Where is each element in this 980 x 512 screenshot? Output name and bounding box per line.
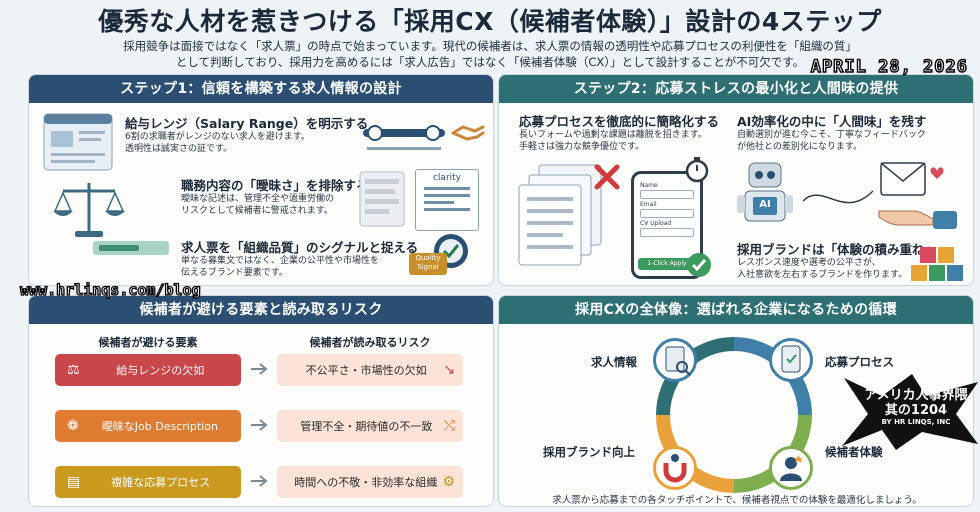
avoid-item-label: 複雑な応募プロセス [111,476,211,489]
blurred-document-icon [359,171,405,227]
step1-item2-desc-line1: 曖昧な記述は、管理不全や過重労働の [181,194,335,204]
step1-header: ステップ1：信頼を構築する求人情報の設計 [29,75,493,103]
clarity-document-icon: clarity [415,169,479,231]
avoid-item-process: ▤ 複雑な応募プロセス [55,466,241,498]
phone-field-input[interactable] [640,228,694,237]
candidate-experience-node-icon [769,446,813,490]
step4-header: 採用CXの全体像：選ばれる企業になるための循環 [499,296,973,324]
step1-item1-desc-line2: 透明性は誠実さの証です。 [125,144,233,154]
risk-item-label: 管理不全・期待値の不一致 [300,420,433,433]
brand-blocks-icon [911,247,963,281]
step2-item3-desc: レスポンス速度や選考の公平さが、 入社意欲を左右するブランドを作ります。 [737,257,907,281]
salary-range-slider-icon [363,125,485,150]
gears-icon: ⚙ [442,474,455,490]
step2-item1-desc-line2: 手軽さは強力な競争優位です。 [519,142,645,152]
job-info-node-icon [653,338,697,382]
step2-header: ステップ2：応募ストレスの最小化と人間味の提供 [499,75,973,103]
phone-field-label: Name [640,182,658,189]
step3-panel: 候補者が避ける要素と読み取るリスク 候補者が避ける要素 候補者が読み取るリスク … [28,295,494,507]
watermark-url: www.hrlinqs.com/blog [19,280,201,299]
ai-robot-icon: AI [735,161,795,233]
risk-item-time: 時間への不敬・非効率な組織 ⚙ [277,466,463,498]
avoid-item-label: 曖昧なJob Description [101,420,218,433]
step1-item2-desc-line2: リスクとして候補者に警戒されます。 [181,206,333,216]
phone-field-input[interactable] [640,190,694,199]
step3-header: 候補者が避ける要素と読み取るリスク [29,296,493,324]
brand-magnet-node-icon [653,446,697,490]
step2-item3-desc-line2: 入社意欲を左右するブランドを作ります。 [737,270,908,280]
scale-icon: ⚖ [67,362,80,378]
money-stack-icon [93,241,169,255]
cycle-node-job-info: 求人情報 [591,355,637,369]
tangle-icon: ❁ [67,418,79,434]
step2-item1-desc: 長いフォームや過剰な課題は離脱を招きます。 手軽さは強力な競争優位です。 [519,129,707,153]
form-icon: ▤ [67,474,81,490]
stopwatch-icon [685,157,709,183]
cycle-node-application-process: 応募プロセス [825,355,894,369]
avoid-item-jd: ❁ 曖昧なJob Description [55,410,241,442]
step2-item3-title: 採用ブランドは「体験の積み重ね」 [737,242,938,257]
step1-item3-title: 求人票を「組織品質」のシグナルと捉える [181,240,419,255]
arrow-right-icon [251,475,268,487]
step2-item2-desc-line1: 自動選別が進む今こそ、丁寧なフィードバック [737,130,926,140]
page-title: 優秀な人材を惹きつける「採用CX（候補者体験）」設計の4ステップ [98,7,882,36]
risk-item-label: 不公平さ・市場性の欠如 [305,364,427,377]
phone-field-label: Email [640,201,657,208]
avoid-item-label: 給与レンジの欠如 [116,364,205,377]
step2-item2-title: AI効率化の中に「人間味」を残す [737,114,927,129]
step1-item2-desc: 曖昧な記述は、管理不全や過重労働の リスクとして候補者に警戒されます。 [181,193,334,217]
series-badge: アメリカ人事界隈 其の1204 BY HR LINQS, INC [838,374,980,450]
check-circle-icon [687,253,711,277]
risk-item-fairness: 不公平さ・市場性の欠如 ↘ [277,354,463,386]
step1-item1-desc: 6割の求職者がレンジのない求人を避けます。 透明性は誠実さの証です。 [125,131,310,155]
cycle-node-brand: 採用ブランド向上 [543,445,635,459]
step1-item1-desc-line1: 6割の求職者がレンジのない求人を避けます。 [125,132,310,142]
badge-line2: 其の1204 [884,403,948,418]
step2-panel: ステップ2：応募ストレスの最小化と人間味の提供 応募プロセスを徹底的に簡略化する… [498,74,974,286]
step1-item2-title: 職務内容の「曖昧さ」を排除する [181,178,369,193]
avoid-column-title: 候補者が避ける要素 [98,336,198,349]
subtitle-line-2: として判断しており、採用力を高めるには「求人広告」ではなく「候補者体験（CX）」… [175,55,805,69]
badge-line3: BY HR LINQS, INC [881,418,951,426]
long-forms-icon [518,164,620,266]
robot-label: AI [759,199,771,210]
step1-item3-desc: 単なる募集文ではなく、企業の公平性や市場性を 伝えるブランド要素です。 [181,255,379,279]
clarity-label: clarity [432,173,462,183]
page-subtitle: 採用競争は面接ではなく「求人票」の時点で始まっています。現代の候補者は、求人票の… [60,38,920,70]
step2-item2-desc-line2: が他社との差別化になります。 [737,142,863,152]
phone-field-input[interactable] [640,209,694,218]
human-feedback-icon [803,162,957,229]
balance-scale-icon [53,183,125,237]
seal-line1: Quality [415,254,441,262]
risk-item-management: 管理不全・期待値の不一致 ⤭ [277,410,463,442]
application-process-node-icon [769,338,813,382]
step2-item1-title: 応募プロセスを徹底的に簡略化する [519,114,720,129]
avoid-item-salary: ⚖ 給与レンジの欠如 [55,354,241,386]
one-click-apply-button[interactable]: 1-Click Apply [638,258,696,270]
diverging-arrows-icon: ⤭ [443,418,455,434]
badge-line1: アメリカ人事界隈 [864,388,968,403]
declining-chart-icon: ↘ [443,362,455,378]
step2-item3-desc-line1: レスポンス速度や選考の公平さが、 [737,258,881,268]
phone-field-label: CV Upload [640,220,672,227]
arrow-right-icon [251,363,268,375]
risk-column-title: 候補者が読み取るリスク [309,336,431,349]
cycle-node-candidate-experience: 候補者体験 [825,445,883,459]
step2-item2-desc: 自動選別が進む今こそ、丁寧なフィードバック が他社との差別化になります。 [737,129,926,153]
watermark-date: APRIL 28, 2026 [810,56,968,77]
step1-item1-title: 給与レンジ（Salary Range）を明示する [125,116,369,131]
quality-signal-seal-icon: Quality Signal [409,231,469,277]
step2-item1-desc-line1: 長いフォームや過剰な課題は離脱を招きます。 [519,130,707,140]
step1-item3-desc-line2: 伝えるブランド要素です。 [181,268,288,278]
step1-item3-desc-line1: 単なる募集文ではなく、企業の公平性や市場性を [181,256,380,266]
job-posting-window-icon [43,113,113,171]
seal-line2: Signal [417,263,439,271]
arrow-right-icon [251,419,268,431]
step1-panel: ステップ1：信頼を構築する求人情報の設計 給与レンジ（Salary Range）… [28,74,494,286]
risk-item-label: 時間への不敬・非効率な組織 [294,476,438,489]
step4-footer: 求人票から応募までの各タッチポイントで、候補者視点での体験を最適化しましょう。 [552,495,922,506]
subtitle-line-1: 採用競争は面接ではなく「求人票」の時点で始まっています。現代の候補者は、求人票の… [123,39,857,53]
